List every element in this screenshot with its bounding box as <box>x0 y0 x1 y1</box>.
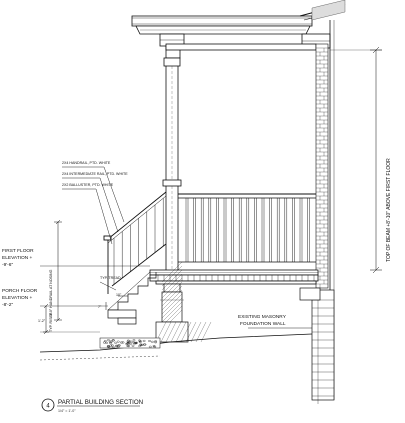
first-floor-elevation-line3: -9'-6" <box>2 262 13 268</box>
gravel-stone <box>114 341 117 344</box>
first-floor-elevation-line2: ELEVATION + <box>2 255 33 261</box>
foundation-wall <box>299 287 335 404</box>
hatch <box>161 269 183 291</box>
gravel-stone <box>126 339 130 342</box>
gravel-stone <box>129 342 132 345</box>
gravel-stone <box>138 345 142 348</box>
gravel-stone <box>126 342 130 345</box>
hatch <box>161 297 183 319</box>
gravel-stone <box>154 340 157 343</box>
gravel-stone <box>111 339 115 342</box>
riser-label: TYP. RISER <box>49 312 53 332</box>
gravel-stone <box>117 345 120 348</box>
porch-floor-elevation-line3: -8'-2" <box>2 302 13 308</box>
hatch <box>160 321 172 343</box>
hatch <box>175 321 187 343</box>
leader-lines <box>62 166 312 329</box>
gravel-stone <box>132 339 136 342</box>
note-baluster: 2X2 BALLUSTER, PTD. WHITE <box>62 183 114 187</box>
gravel-stone <box>126 342 130 345</box>
note-handrail: 2X4 HANDRAIL, PTD. WHITE <box>62 161 111 165</box>
hatch <box>170 321 182 343</box>
gravel-stone <box>116 340 120 343</box>
gravel-stone <box>151 340 154 343</box>
hatch <box>180 321 192 343</box>
pier-footing <box>155 261 212 343</box>
gravel-stone <box>120 341 123 344</box>
gravel-stone <box>138 340 142 343</box>
porch-floor-elevation-line1: PORCH FLOOR <box>2 288 38 294</box>
gravel-stone <box>107 339 110 342</box>
grade-gravel <box>39 333 313 361</box>
hatch <box>165 321 177 343</box>
gravel-stone <box>115 344 118 347</box>
detail-number-bubble <box>41 398 55 412</box>
hatch <box>161 301 183 323</box>
note-intermediate-rail: 2X4 INTERMEDIATE RAIL, PTD. WHITE <box>62 172 128 176</box>
gravel-stone <box>127 345 131 348</box>
hatch <box>195 321 207 343</box>
gravel-stone <box>134 342 138 345</box>
hatch <box>161 293 183 315</box>
house-wall <box>315 20 335 400</box>
hatch <box>161 285 183 307</box>
hatch <box>161 265 183 287</box>
riser-dim: 7" <box>98 305 102 309</box>
tread-label: TYP. TREAD <box>100 276 121 280</box>
handrail-height-label: 3'-0" HANDRAIL AT NOSING <box>49 269 53 316</box>
gravel-stone <box>131 344 135 347</box>
gravel-stone <box>109 340 113 343</box>
gravel-stone <box>103 340 107 343</box>
hatch <box>200 321 212 343</box>
gravel-stone <box>129 340 133 343</box>
porch-floor-elevation-line2: ELEVATION + <box>2 295 33 301</box>
stairs <box>107 271 157 325</box>
gravel-stone <box>109 344 113 347</box>
porch-post <box>162 57 182 282</box>
hatch <box>161 281 183 303</box>
hatch <box>161 277 183 299</box>
gravel-stone <box>110 344 114 347</box>
gravel-stone <box>142 339 146 342</box>
porch-deck <box>149 269 319 285</box>
hatch <box>161 273 183 295</box>
dimensions <box>40 46 382 335</box>
gravel-stone <box>154 341 157 344</box>
first-floor-elevation-line1: FIRST FLOOR <box>2 248 34 254</box>
callout-notes: 2X4 HANDRAIL, PTD. WHITE 2X4 INTERMEDIAT… <box>62 161 128 187</box>
elevation-labels: FIRST FLOOR ELEVATION + -9'-6" PORCH FLO… <box>2 248 38 308</box>
detail-number: 4 <box>46 404 50 410</box>
hatch <box>190 321 202 343</box>
gravel-stone <box>106 345 110 348</box>
porch-railing <box>178 193 316 263</box>
roof-fascia <box>131 0 346 59</box>
gravel-stone <box>148 340 151 342</box>
gravel-stone <box>121 341 125 344</box>
gravel-stone <box>152 345 156 347</box>
gravel-stone <box>148 345 152 348</box>
masonry-line2: FOUNDATION WALL <box>240 321 286 327</box>
title-scale: 1/4" = 1'-0" <box>58 409 76 413</box>
gravel-stone <box>138 340 142 343</box>
stair-labels: TYP. TREAD 10" 7" 1'-2" <box>38 276 122 323</box>
title-name: PARTIAL BUILDING SECTION <box>58 399 143 406</box>
top-of-beam-label: TOP OF BEAM +8'-10" ABOVE FIRST FLOOR <box>386 158 392 262</box>
gravel-stone <box>140 343 144 346</box>
masonry-line1: EXISTING MASONRY <box>238 314 287 320</box>
drawing-title: 4 PARTIAL BUILDING SECTION 1/4" = 1'-0" <box>41 398 143 413</box>
tread-dim: 10" <box>116 293 122 297</box>
gravel-stone <box>107 345 111 348</box>
small-dim: 1'-2" <box>38 319 46 323</box>
foundation-labels: EXISTING MASONRY FOUNDATION WALL <box>238 314 287 327</box>
hatch <box>185 321 197 343</box>
hatch <box>161 261 183 283</box>
